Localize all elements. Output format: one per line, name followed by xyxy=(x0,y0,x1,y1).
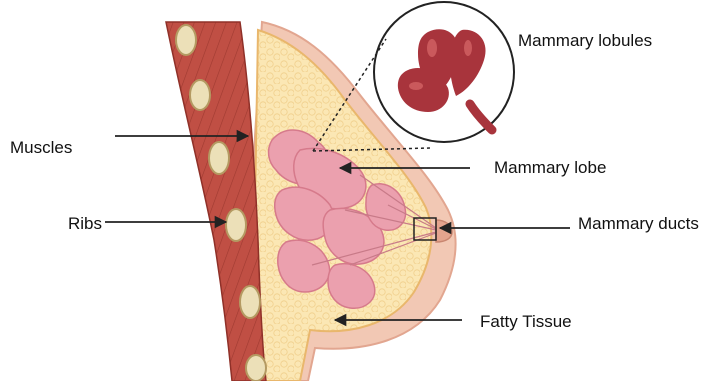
rib xyxy=(190,80,210,110)
label-mammary-lobules: Mammary lobules xyxy=(518,31,652,50)
muscle-layer xyxy=(166,22,266,381)
rib xyxy=(240,286,260,318)
rib xyxy=(176,25,196,55)
rib xyxy=(246,355,266,381)
label-mammary-lobe: Mammary lobe xyxy=(494,158,606,177)
rib xyxy=(226,209,246,241)
label-ribs: Ribs xyxy=(68,214,102,233)
label-muscles: Muscles xyxy=(10,138,72,157)
rib xyxy=(209,142,229,174)
label-mammary-ducts: Mammary ducts xyxy=(578,214,699,233)
label-fatty-tissue: Fatty Tissue xyxy=(480,312,572,331)
